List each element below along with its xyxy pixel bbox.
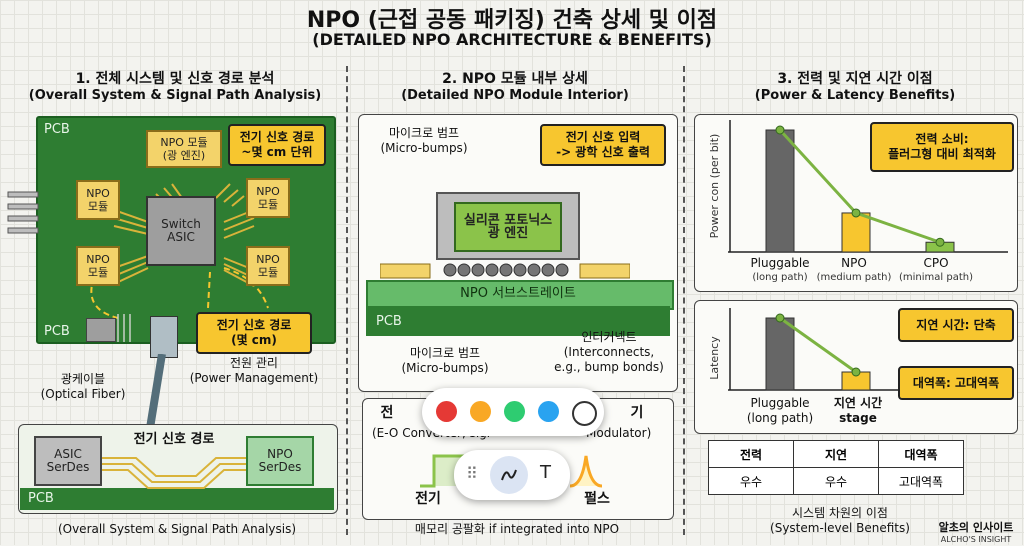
switch-asic: Switch ASIC <box>146 196 216 266</box>
sec1-caption: (Overall System & Signal Path Analysis) <box>57 522 297 536</box>
npo-serdes: NPO SerDes <box>246 436 314 486</box>
page-subtitle: (DETAILED NPO ARCHITECTURE & BENEFITS) <box>312 30 712 49</box>
table-cell: 우수 <box>793 467 879 495</box>
table-row: 전력 지연 대역폭 <box>708 440 964 468</box>
eo-subtitle-right: Modulator) <box>586 426 652 440</box>
cat-sublabel: (long path) <box>752 272 808 283</box>
asic-serdes: ASIC SerDes <box>34 436 102 486</box>
pcb-label: PCB <box>376 314 402 329</box>
system-benefits-label: 시스템 차원의 이점 (System-level Benefits) <box>770 506 910 535</box>
bar <box>765 317 795 391</box>
cat-sublabel: (medium path) <box>816 272 892 283</box>
edge-connector <box>7 191 39 234</box>
color-swatch[interactable] <box>470 401 491 422</box>
sec2-subtitle: (Detailed NPO Module Interior) <box>401 88 629 103</box>
trend-point <box>775 125 785 135</box>
micro-bump-array <box>380 263 630 279</box>
benefits-table: 전력 지연 대역폭 우수 우수 고대역폭 <box>708 440 964 495</box>
drag-handle-icon[interactable]: ⠿ <box>466 464 478 483</box>
sec1-title: 1. 전체 시스템 및 신호 경로 분석 <box>75 71 275 87</box>
callout-signal-path: 전기 신호 경로 ~몇 cm 단위 <box>228 124 326 166</box>
table-row: 우수 우수 고대역폭 <box>708 467 964 495</box>
npo-module: NPO 모듈 <box>246 178 290 218</box>
cat-label: CPO <box>923 256 949 270</box>
interconnects-label: 인터커넥트 (Interconnects, e.g., bump bonds) <box>554 330 664 374</box>
bar <box>765 129 795 253</box>
micro-bumps-label-bottom: 마이크로 범프 (Micro-bumps) <box>401 346 489 375</box>
section-divider <box>346 66 348 535</box>
serdes-traces <box>96 457 256 489</box>
callout-power: 전력 소비: 플러그형 대비 최적화 <box>870 122 1014 172</box>
eo-title-left: 전 <box>380 405 394 421</box>
pen-tool-button[interactable] <box>490 456 528 494</box>
text-tool-button[interactable]: T <box>540 462 551 483</box>
npo-module: NPO 모듈 <box>246 246 290 286</box>
optical-fiber-label: 광케이블 (Optical Fiber) <box>40 372 126 401</box>
sec2-caption: 매모리 공팔화 if integrated into NPO <box>414 522 620 536</box>
latency-axis-label: Latency <box>708 336 721 380</box>
fiber-cable <box>146 354 166 428</box>
pulse-label-left: 전기 <box>415 491 441 507</box>
pcb-label: PCB <box>44 324 70 339</box>
pen-icon <box>501 469 517 481</box>
signal-path-label: 전기 신호 경로 <box>133 432 215 447</box>
pcb-layer <box>366 306 670 336</box>
color-swatch[interactable] <box>436 401 457 422</box>
eo-title-right: 기 <box>630 405 644 421</box>
sec2-title: 2. NPO 모듈 내부 상세 <box>442 71 588 87</box>
table-header-cell: 전력 <box>708 440 794 468</box>
trend-point <box>775 313 785 323</box>
color-swatches <box>436 401 597 426</box>
section-divider <box>683 66 685 535</box>
bar <box>841 212 871 253</box>
table-cell: 고대역폭 <box>878 467 964 495</box>
color-swatch[interactable] <box>572 401 597 426</box>
trend-point <box>935 237 945 247</box>
trend-line <box>779 316 857 374</box>
brand-sublabel: ALCHO'S INSIGHT <box>940 535 1012 544</box>
lat-cat-label: Pluggable (long path) <box>746 396 814 425</box>
trend-point <box>851 208 861 218</box>
cat-label: NPO <box>841 256 867 270</box>
pcb-label: PCB <box>28 491 54 506</box>
callout-latency: 지연 시간: 단축 <box>898 308 1014 342</box>
callout-bandwidth: 대역폭: 고대역폭 <box>898 366 1014 400</box>
trend-point <box>851 367 861 377</box>
cat-label: Pluggable <box>750 256 810 270</box>
table-cell: 우수 <box>708 467 794 495</box>
pcb-label: PCB <box>44 122 70 137</box>
substrate-label: NPO 서브스트레이트 <box>460 286 576 301</box>
sec1-subtitle: (Overall System & Signal Path Analysis) <box>28 88 322 103</box>
silicon-photonics-engine: 실리콘 포토닉스 광 엔진 <box>454 202 562 252</box>
micro-bumps-label: 마이크로 범프 (Micro-bumps) <box>380 126 468 155</box>
table-header-cell: 지연 <box>793 440 879 468</box>
pulse-label-right: 펄스 <box>584 491 610 507</box>
page-title: NPO (근접 공동 패키징) 건축 상세 및 이점 <box>306 8 718 33</box>
callout-eo-conversion: 전기 신호 입력 -> 광학 신호 출력 <box>540 124 666 166</box>
npo-substrate <box>366 280 674 310</box>
power-axis-label: Power con (per bit) <box>708 133 721 239</box>
sec3-subtitle: (Power & Latency Benefits) <box>754 88 956 103</box>
power-management-label: 전원 관리 (Power Management) <box>189 356 319 385</box>
sec3-title: 3. 전력 및 지연 시간 이점 <box>777 71 933 87</box>
npo-module: NPO 모듈 <box>76 180 120 220</box>
npo-module-optical-engine: NPO 모듈 (광 엔진) <box>146 130 222 168</box>
fiber-connector <box>86 318 116 342</box>
brand-label: 알초의 인사이트 <box>938 521 1014 534</box>
table-header-cell: 대역폭 <box>878 440 964 468</box>
lat-cat-label: 지연 시간 stage <box>833 396 883 425</box>
power-chart <box>728 120 1008 253</box>
callout-signal-path-cm: 전기 신호 경로 (몇 cm) <box>196 312 312 354</box>
power-module <box>150 316 178 358</box>
pcb-strip <box>20 488 334 510</box>
color-swatch[interactable] <box>538 401 559 422</box>
cat-sublabel: (minimal path) <box>899 272 973 283</box>
npo-module: NPO 모듈 <box>76 246 120 286</box>
color-swatch[interactable] <box>504 401 525 422</box>
